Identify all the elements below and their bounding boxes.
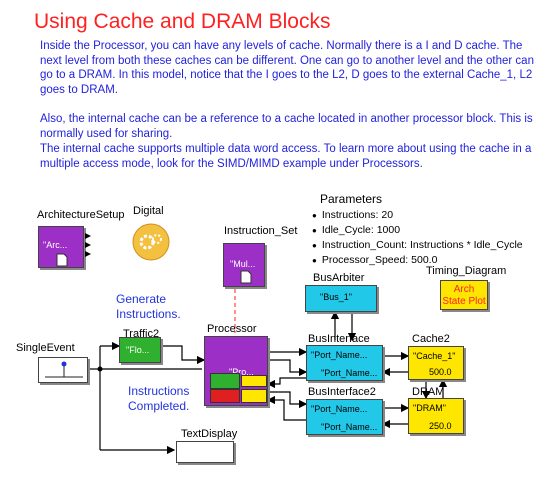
text-display-block[interactable] <box>176 441 234 463</box>
text-display-label: TextDisplay <box>181 428 238 440</box>
multiple-access-paragraph: The internal cache supports multiple dat… <box>40 143 532 170</box>
processor-cache-l2 <box>241 375 267 387</box>
dram-block[interactable]: "DRAM" 250.0 <box>408 398 464 434</box>
parameters-heading: Parameters <box>320 192 383 206</box>
processor-inner: "Pro... <box>229 367 254 377</box>
gear-icon[interactable] <box>131 222 171 262</box>
sharing-paragraph: Also, the internal cache can be a refere… <box>40 113 533 140</box>
bus-interface-port-top: "Port_Name... <box>311 350 368 360</box>
timing-diagram-label: Timing_Diagram <box>426 265 507 277</box>
timing-diagram-block[interactable]: Arch State Plot <box>440 280 488 310</box>
single-event-block[interactable] <box>38 357 88 383</box>
architecture-setup-inner: "Arc... <box>43 240 68 250</box>
port-arrows-icon <box>85 233 91 257</box>
connector-line <box>266 359 308 377</box>
processor-dram <box>241 389 267 403</box>
generate-annotation: Generate Instructions. <box>116 292 181 321</box>
bus-interface2-port-bottom: "Port_Name... <box>321 422 378 432</box>
dram-label: DRAM <box>412 386 445 398</box>
instruction-set-label: Instruction_Set <box>224 225 298 237</box>
parameter-item: Idle_Cycle: 1000 <box>312 224 400 236</box>
traffic-inner: "Flo... <box>126 345 150 355</box>
bus-arbiter-inner: "Bus_1" <box>320 292 352 302</box>
cache2-value: 500.0 <box>429 367 452 377</box>
bus-arbiter-block[interactable]: "Bus_1" <box>305 285 377 312</box>
document-icon <box>56 253 68 267</box>
parameter-item: Instruction_Count: Instructions * Idle_C… <box>312 239 523 251</box>
parameter-item: Processor_Speed: 500.0 <box>312 254 438 266</box>
document-icon <box>240 270 252 284</box>
digital-label: Digital <box>133 205 164 217</box>
completed-annotation: Instructions Completed. <box>128 384 190 413</box>
bus-interface-port-bottom: "Port_Name... <box>321 368 378 378</box>
timing-diagram-line2: State Plot <box>442 296 486 307</box>
connector-line <box>266 395 306 421</box>
architecture-setup-block[interactable]: "Arc... <box>38 226 84 268</box>
page-title: Using Cache and DRAM Blocks <box>34 10 331 33</box>
bus-interface2-port-top: "Port_Name... <box>311 404 368 414</box>
processor-label: Processor <box>207 323 257 335</box>
instruction-set-block[interactable]: "Mul... <box>223 243 265 287</box>
cache2-inner: "Cache_1" <box>413 351 456 361</box>
bus-interface-label: BusInterface <box>308 333 370 345</box>
impulse-icon <box>45 361 83 378</box>
dram-inner: "DRAM" <box>413 403 446 413</box>
processor-cache-d <box>210 389 240 403</box>
cache2-label: Cache2 <box>412 333 450 345</box>
dram-value: 250.0 <box>429 421 452 431</box>
single-event-label: SingleEvent <box>16 342 75 354</box>
timing-diagram-line1: Arch <box>453 284 475 295</box>
bus-interface2-label: BusInterface2 <box>308 386 376 398</box>
connector-line <box>266 391 308 409</box>
intro-paragraph: Inside the Processor, you can have any l… <box>40 40 534 96</box>
architecture-setup-label: ArchitectureSetup <box>37 209 125 221</box>
bus-interface-block[interactable]: "Port_Name... "Port_Name... <box>306 345 383 381</box>
bus-interface2-block[interactable]: "Port_Name... "Port_Name... <box>306 399 383 435</box>
processor-cache-i <box>210 373 240 389</box>
cache2-block[interactable]: "Cache_1" 500.0 <box>408 346 464 380</box>
connector-line <box>161 345 206 365</box>
traffic-block[interactable]: "Flo... <box>119 337 161 363</box>
parameter-item: Instructions: 20 <box>312 209 393 221</box>
connector-line <box>266 377 306 389</box>
processor-block[interactable]: "Pro... <box>204 336 268 406</box>
bus-arbiter-label: BusArbiter <box>313 272 365 284</box>
instruction-set-inner: "Mul... <box>230 259 256 269</box>
